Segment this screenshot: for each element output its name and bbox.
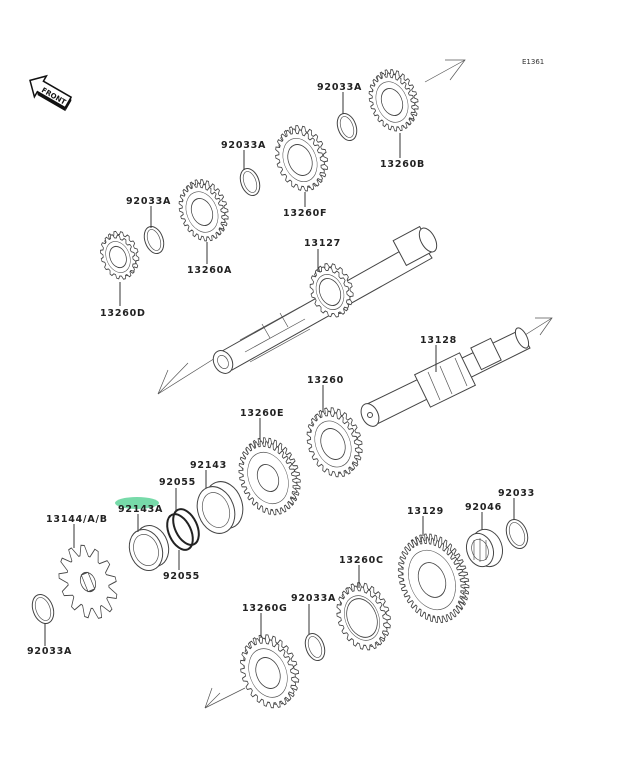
axis-arrow-mid-left (157, 354, 221, 395)
axis-arrow-top (424, 59, 466, 83)
sprocket-spline (80, 571, 96, 593)
gear-web (105, 241, 131, 273)
circlip-92033A-top[interactable] (334, 111, 360, 143)
gear-13260[interactable] (297, 400, 373, 485)
circlip-92033A-left[interactable] (141, 224, 167, 256)
gear-13260A[interactable] (170, 173, 237, 248)
label-92033A-top[interactable]: 92033A (317, 82, 362, 93)
gear-web (247, 451, 289, 505)
collar-92143[interactable] (191, 476, 249, 538)
leader-lines (44, 92, 515, 646)
label-13260F[interactable]: 13260F (283, 208, 327, 219)
oring-92055[interactable] (162, 505, 204, 554)
gear-web (344, 595, 380, 641)
bearing-92046[interactable] (462, 525, 508, 571)
gear-hub (417, 562, 447, 598)
circlip-92033A-low[interactable] (302, 631, 328, 663)
label-92055-top[interactable]: 92055 (159, 477, 196, 488)
gear-web (282, 138, 318, 182)
circlip-92033A-sprocket[interactable] (28, 591, 57, 626)
sprocket-13144[interactable] (48, 537, 127, 628)
gear-13260B[interactable] (360, 63, 427, 138)
gear-13260C[interactable] (327, 575, 400, 657)
label-13127[interactable]: 13127 (304, 238, 341, 249)
label-92033A-left[interactable]: 92033A (126, 196, 171, 207)
gear-web (408, 549, 456, 611)
label-92046[interactable]: 92046 (465, 502, 502, 513)
gear-13260D[interactable] (93, 226, 145, 284)
gear-web (185, 191, 219, 233)
gear-13260F[interactable] (266, 118, 337, 198)
label-92143[interactable]: 92143 (190, 460, 227, 471)
highlight-marker (115, 497, 159, 509)
diagram-code: E1361 (522, 58, 544, 66)
gear-hub (109, 245, 127, 269)
label-92143A[interactable]: 92143A (118, 504, 163, 515)
gear-web (248, 648, 288, 698)
label-92055-bottom[interactable]: 92055 (163, 571, 200, 582)
gear-13129[interactable] (385, 524, 481, 633)
gear-on-13127 (309, 262, 354, 318)
gear-hub (318, 277, 342, 307)
gear-web (375, 81, 409, 123)
gear-hub (287, 144, 313, 176)
label-13144[interactable]: 13144/A/B (46, 514, 108, 525)
label-13260G[interactable]: 13260G (242, 603, 288, 614)
collar-92143A[interactable] (124, 521, 174, 575)
gear-13260G[interactable] (230, 626, 310, 716)
front-arrow-icon: FRONT (29, 74, 73, 112)
label-92033A-mid[interactable]: 92033A (221, 140, 266, 151)
label-13260D[interactable]: 13260D (100, 308, 146, 319)
circlip-92033[interactable] (502, 516, 531, 551)
axis-arrow-mid-right (524, 317, 553, 336)
label-13129[interactable]: 13129 (407, 506, 444, 517)
label-13260E[interactable]: 13260E (240, 408, 284, 419)
circlip-92033A-mid[interactable] (237, 166, 263, 198)
label-13260[interactable]: 13260 (307, 375, 344, 386)
label-13260A[interactable]: 13260A (187, 265, 232, 276)
label-92033[interactable]: 92033 (498, 488, 535, 499)
gear-hub (256, 463, 280, 493)
label-13128[interactable]: 13128 (420, 335, 457, 346)
gear-hub (190, 197, 214, 227)
label-92033A-low[interactable]: 92033A (291, 593, 336, 604)
label-13260C[interactable]: 13260C (339, 555, 384, 566)
label-92033A-sprocket[interactable]: 92033A (27, 646, 72, 657)
gear-13260E[interactable] (228, 429, 312, 523)
gear-web (315, 274, 345, 310)
axis-arrow-bottom (204, 687, 246, 709)
gear-hub (346, 598, 378, 638)
gear-web (314, 420, 352, 468)
gear-hub (255, 657, 281, 689)
gear-hub (380, 87, 404, 117)
output-shaft-13128[interactable] (358, 326, 532, 429)
gear-hub (320, 428, 346, 460)
label-13260B[interactable]: 13260B (380, 159, 425, 170)
